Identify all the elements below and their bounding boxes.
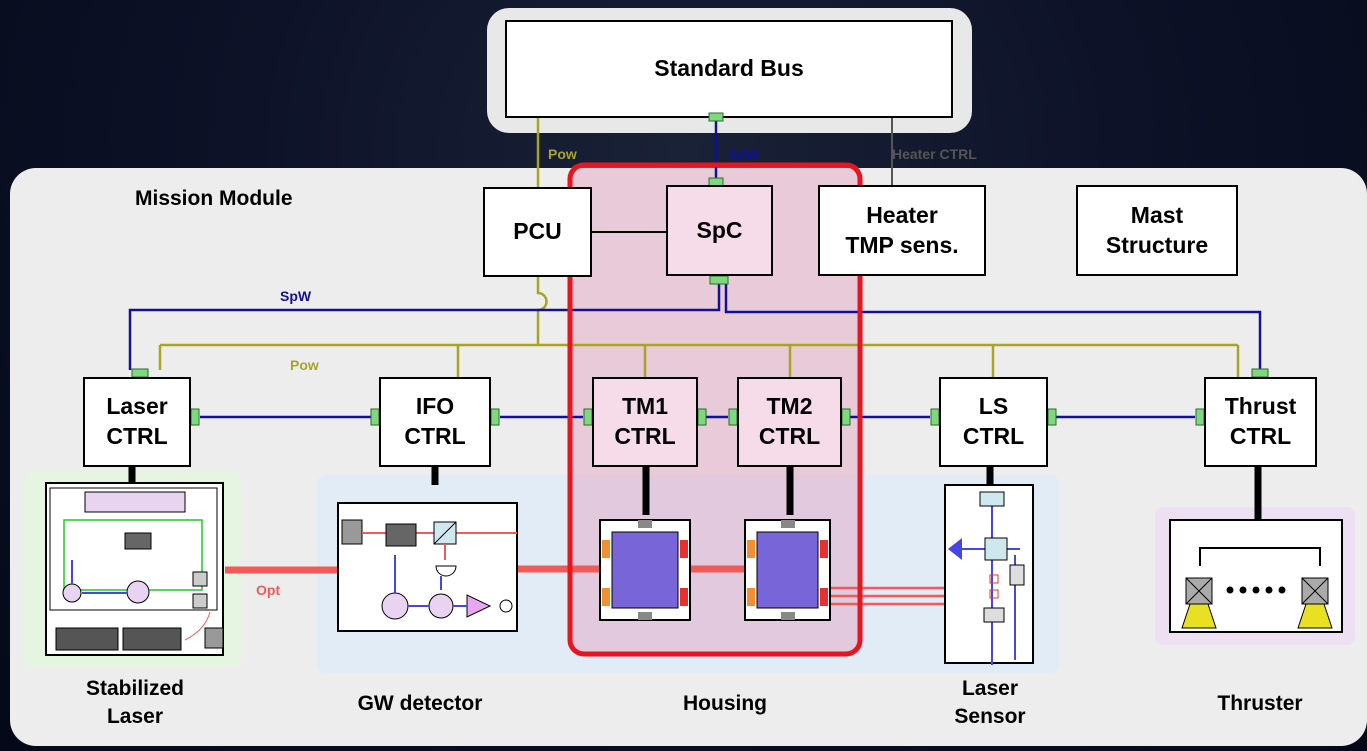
spc-block: SpC [666,185,773,276]
tm2-ctrl-block: TM2 CTRL [737,377,842,467]
gw-detector-drawing [337,502,518,632]
standard-bus-box: Standard Bus [505,20,953,118]
heater-block: Heater TMP sens. [818,185,986,276]
opt-label: Opt [256,582,281,598]
mission-module-label: Mission Module [135,187,293,210]
spw-top-label: SpW [728,146,760,162]
thruster-drawing [1169,519,1343,633]
thrust-ctrl-block: Thrust CTRL [1204,377,1317,467]
gw-detector-caption: GW detector [357,692,483,715]
sensor-beams [830,586,945,606]
heater-ctrl-label: Heater CTRL [892,146,977,162]
housing-drawing [599,519,831,621]
thruster-caption: Thruster [1217,692,1303,715]
pow-top-label: Pow [548,146,577,162]
mast-structure-block: Mast Structure [1076,185,1238,276]
laser-sensor-caption: Laser Sensor [954,677,1026,729]
laser-sensor-drawing [944,484,1034,665]
laser-ctrl-block: Laser CTRL [83,377,191,467]
housing-caption: Housing [683,692,767,715]
pcu-block: PCU [483,187,592,277]
spw-mid-label: SpW [280,288,312,304]
stabilized-laser-caption: Stabilized Laser [85,677,185,729]
pow-mid-label: Pow [290,357,319,373]
optical-beams [225,565,745,574]
spacewire-lines [128,118,1262,419]
ifo-ctrl-block: IFO CTRL [379,377,491,467]
control-links [128,467,1262,520]
tm1-ctrl-block: TM1 CTRL [592,377,698,467]
stabilized-laser-drawing [45,482,224,656]
connectors [131,112,1269,426]
housing-highlight-outline [567,162,863,657]
ls-ctrl-block: LS CTRL [939,377,1048,467]
